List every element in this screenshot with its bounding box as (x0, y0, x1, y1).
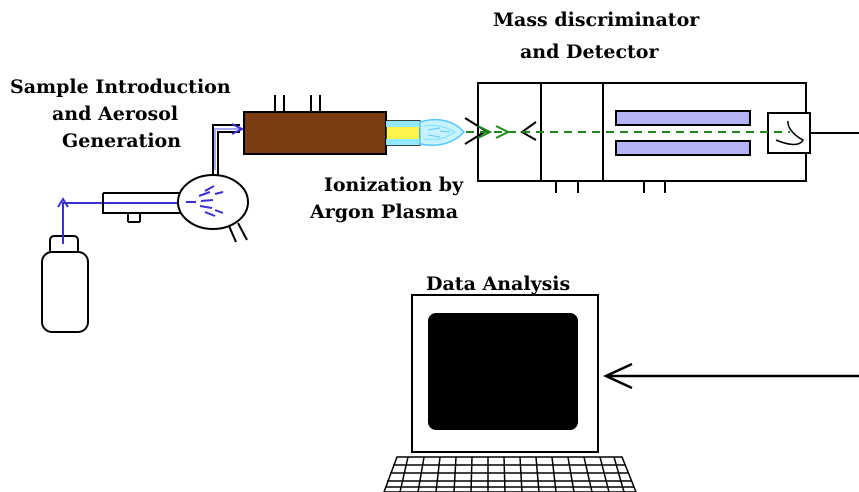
label-ionization: Ionization by (324, 173, 463, 198)
spray-chamber-icon (177, 174, 249, 243)
label-mass-discriminator: Mass discriminator (493, 8, 699, 33)
torch-icon (243, 95, 421, 155)
ion-beam-icon (466, 125, 790, 139)
signal-arrow-icon (603, 362, 859, 390)
label-sample-introduction: Sample Introduction (10, 75, 231, 100)
mass-spectrometer-icon (464, 82, 811, 193)
label-ionization-line2: Argon Plasma (310, 201, 459, 223)
label-mass-line2: and Detector (520, 41, 659, 63)
label-data-analysis: Data Analysis (426, 272, 570, 297)
detector-icon (775, 120, 859, 146)
sample-capillary-icon (57, 197, 183, 244)
computer-monitor-icon (411, 294, 599, 453)
label-argon-plasma: Argon Plasma (310, 200, 458, 225)
label-data-analysis-text: Data Analysis (426, 273, 571, 295)
keyboard-icon (383, 456, 637, 492)
label-detector: and Detector (520, 40, 658, 65)
aerosol-tube-icon (212, 123, 245, 176)
sample-bottle-icon (41, 235, 89, 333)
plasma-flame-icon (419, 118, 466, 146)
label-sample-line3: Generation (62, 130, 182, 152)
label-generation: Generation (62, 129, 181, 154)
label-ionization-line1: Ionization by (324, 174, 464, 196)
label-mass-line1: Mass discriminator (493, 9, 700, 31)
label-sample-line1: Sample Introduction (10, 76, 231, 98)
quadrupole-icon (615, 110, 751, 156)
label-sample-line2: and Aerosol (52, 103, 179, 125)
label-aerosol: and Aerosol (52, 102, 178, 127)
nebulizer-icon (102, 192, 186, 223)
